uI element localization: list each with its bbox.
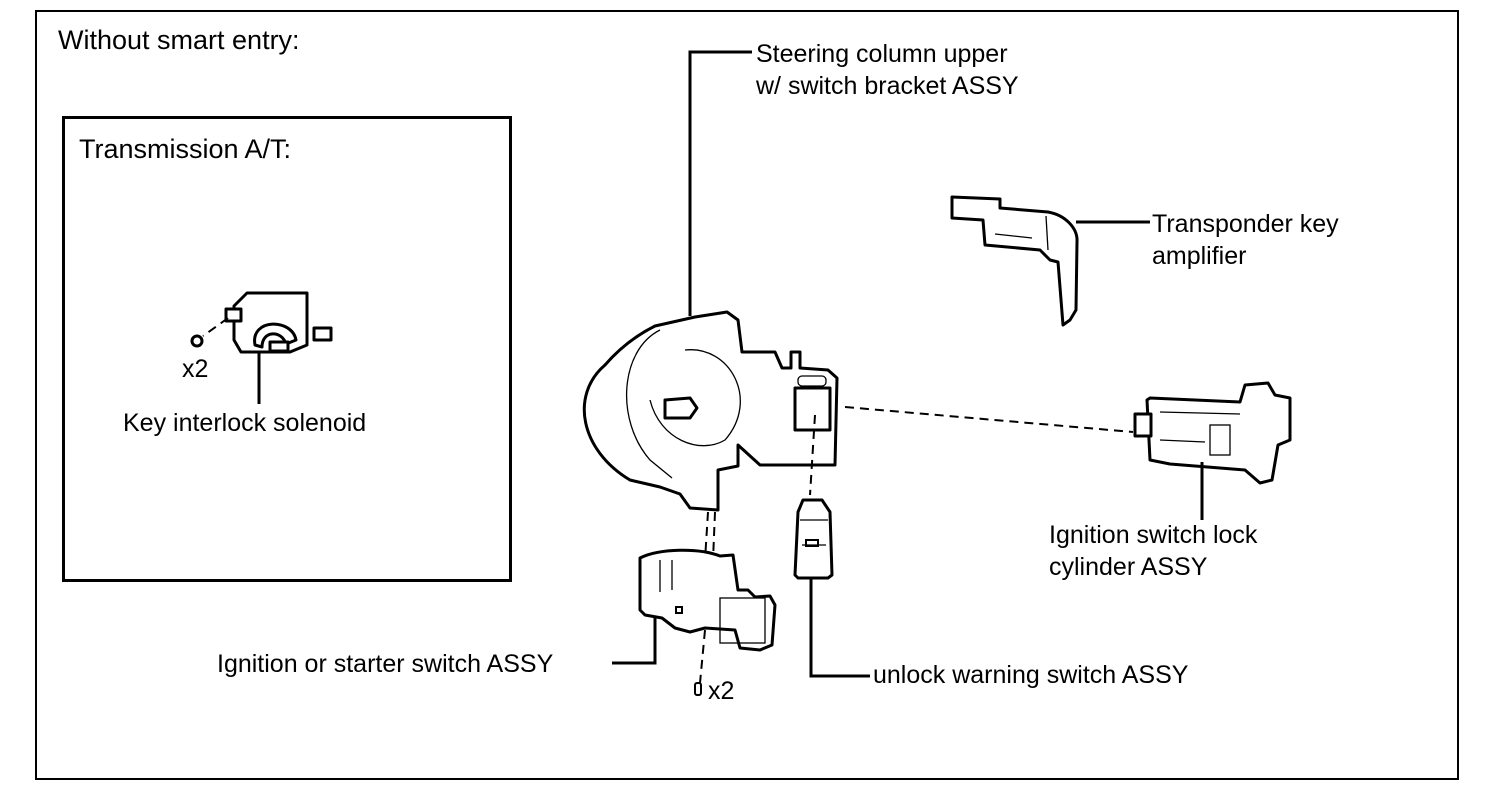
label-line: w/ switch bracket ASSY	[756, 72, 1019, 100]
diagram-title: Without smart entry:	[58, 25, 300, 55]
lock-cylinder-part	[1133, 381, 1292, 520]
inset-title: Transmission A/T:	[79, 134, 292, 164]
unlock-warning-switch-part	[793, 498, 870, 678]
transponder-label: Transponder key amplifier	[1152, 208, 1339, 272]
transmission-inset	[62, 116, 512, 582]
label-line: Transponder key	[1152, 210, 1339, 238]
starter-switch-part	[612, 548, 777, 696]
label-line: amplifier	[1152, 242, 1247, 270]
label-line: Steering column upper	[756, 40, 1008, 68]
alignment-line	[809, 414, 816, 496]
transponder-key-amplifier-part	[950, 195, 1150, 327]
key-interlock-solenoid-label: Key interlock solenoid	[123, 409, 367, 437]
solenoid-screw-quantity: x2	[182, 355, 209, 383]
key-interlock-solenoid-part	[190, 291, 333, 404]
starter-switch-label: Ignition or starter switch ASSY	[217, 650, 554, 678]
diagram-frame	[35, 10, 1459, 780]
alignment-line	[699, 629, 706, 684]
unlock-warning-label: unlock warning switch ASSY	[873, 661, 1189, 689]
steering-column-label: Steering column upper w/ switch bracket …	[756, 38, 1019, 102]
alignment-line	[844, 406, 1134, 433]
label-line: Ignition switch lock	[1049, 521, 1258, 549]
steering-column-part	[582, 50, 839, 512]
starter-screw-quantity: x2	[708, 677, 735, 705]
lock-cylinder-label: Ignition switch lock cylinder ASSY	[1049, 519, 1257, 583]
label-line: cylinder ASSY	[1049, 553, 1208, 581]
alignment-line	[704, 511, 716, 561]
